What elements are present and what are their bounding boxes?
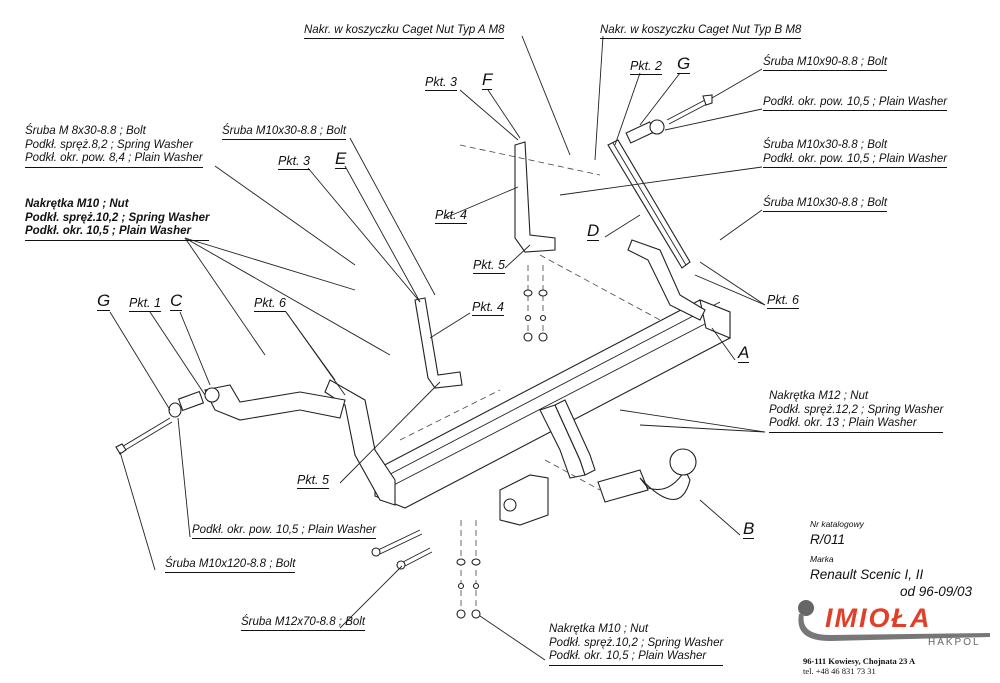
- make-caption: Marka: [810, 554, 834, 564]
- address-line: 96-111 Kowiesy, Chojnata 23 A: [803, 656, 916, 666]
- callout-line: Podkł. okr. pow. 8,4 ; Plain Washer: [25, 152, 203, 164]
- pkt2-label: Pkt. 2: [630, 59, 662, 75]
- part-letter-c: C: [170, 291, 183, 311]
- assembly-lines: [399, 144, 661, 491]
- callout-line: Podkł. okr. 13 ; Plain Washer: [769, 417, 917, 429]
- callout-line: Śruba M 8x30-8.8 ; Bolt: [25, 125, 146, 137]
- phone-line: tel. +48 46 831 73 31: [803, 666, 876, 676]
- pkt3-top-label: Pkt. 3: [425, 75, 457, 91]
- callout-line: Nakrętka M12 ; Nut: [769, 390, 869, 402]
- callout-line: Podkł. spręż.12,2 ; Spring Washer: [769, 403, 944, 416]
- pkt6-left-label: Pkt. 6: [254, 296, 286, 312]
- bracket-f: [514, 141, 556, 253]
- bolt-m12x70-label: Śruba M12x70-8.8 ; Bolt: [241, 616, 366, 631]
- towball-b: [597, 448, 697, 503]
- nut-m10-bottom-label: Nakrętka M10 ; Nut Podkł. spręż.10,2 ; S…: [549, 623, 724, 666]
- brand-logo: IMIOŁA HAKPOL: [790, 597, 1000, 648]
- callout-line: Podkł. okr. pow. 10,5 ; Plain Washer: [763, 152, 948, 165]
- right-spacer-g: [625, 94, 713, 144]
- center-nut-stack: [523, 265, 548, 342]
- right-side-bracket: [627, 239, 706, 321]
- callout-line: Nakrętka M10 ; Nut: [549, 623, 649, 635]
- nut-m12-label: Nakrętka M12 ; Nut Podkł. spręż.12,2 ; S…: [769, 390, 944, 433]
- nut-m10-left-label: Nakrętka M10 ; Nut Podkł. spręż.10,2 ; S…: [25, 198, 210, 241]
- callout-line: Podkł. okr. 10,5 ; Plain Washer: [549, 650, 707, 662]
- left-arm-c: [115, 384, 346, 455]
- bottom-nut-stack: [456, 520, 481, 619]
- bolt-m8-label: Śruba M 8x30-8.8 ; Bolt Podkł. spręż.8,2…: [25, 125, 203, 168]
- callout-line: Podkł. okr. 10,5 ; Plain Washer: [25, 225, 191, 237]
- part-letter-g-right: G: [677, 54, 691, 74]
- pkt5-mid-label: Pkt. 5: [473, 258, 505, 274]
- pkt4-mid-label: Pkt. 4: [472, 300, 504, 316]
- callout-line: Podkł. spręż.10,2 ; Spring Washer: [25, 211, 210, 224]
- catalog-number: R/011: [810, 532, 846, 547]
- socket-plate: [499, 474, 549, 526]
- bottom-bolts: [371, 529, 433, 570]
- bracket-e: [414, 297, 463, 389]
- callout-line: Podkł. spręż.10,2 ; Spring Washer: [549, 636, 724, 649]
- pkt3-left-label: Pkt. 3: [278, 154, 310, 170]
- bolt-m10x90-label: Śruba M10x90-8.8 ; Bolt: [763, 56, 888, 71]
- plain-washer-105-left-label: Podkł. okr. pow. 10,5 ; Plain Washer: [192, 524, 377, 539]
- brand-subtitle: HAKPOL: [928, 637, 981, 647]
- towball-logo-icon: IMIOŁA HAKPOL: [798, 600, 990, 648]
- part-letter-d: D: [587, 221, 600, 241]
- caget-nut-a-label: Nakr. w koszyczku Caget Nut Typ A M8: [304, 24, 505, 39]
- leader-lines: [109, 35, 766, 661]
- bolt-m10x30-left-label: Śruba M10x30-8.8 ; Bolt: [222, 125, 347, 140]
- caget-nut-b-label: Nakr. w koszyczku Caget Nut Typ B M8: [600, 24, 802, 39]
- pkt1-label: Pkt. 1: [129, 296, 161, 312]
- callout-line: Nakrętka M10 ; Nut: [25, 198, 129, 210]
- bolt-m10x30-washer-label: Śruba M10x30-8.8 ; Bolt Podkł. okr. pow.…: [763, 139, 948, 168]
- part-letter-b: B: [743, 519, 755, 539]
- catalog-number-caption: Nr katalogowy: [810, 519, 864, 529]
- part-letter-g-left: G: [97, 291, 111, 311]
- pkt4-top-label: Pkt. 4: [435, 208, 467, 224]
- part-letter-e: E: [335, 149, 347, 169]
- pkt6-right-label: Pkt. 6: [767, 293, 799, 309]
- bolt-m10x30-right-label: Śruba M10x30-8.8 ; Bolt: [763, 197, 888, 212]
- vehicle-make: Renault Scenic I, II: [810, 567, 924, 582]
- crossbar-a: [374, 299, 731, 509]
- part-letter-f: F: [482, 70, 493, 90]
- callout-line: Podkł. spręż.8,2 ; Spring Washer: [25, 138, 193, 151]
- pkt5-bottom-label: Pkt. 5: [297, 473, 329, 489]
- callout-line: Śruba M10x30-8.8 ; Bolt: [763, 139, 888, 151]
- company-address: 96-111 Kowiesy, Chojnata 23 A tel. +48 4…: [803, 656, 915, 676]
- brand-name: IMIOŁA: [825, 603, 932, 633]
- strap-d: [607, 139, 691, 269]
- vehicle-years: od 96-09/03: [900, 584, 973, 599]
- center-bracket: [539, 399, 596, 479]
- part-letter-a: A: [738, 343, 750, 363]
- bolt-m10x120-label: Śruba M10x120-8.8 ; Bolt: [165, 558, 296, 573]
- plain-washer-105-right-label: Podkł. okr. pow. 10,5 ; Plain Washer: [763, 96, 948, 111]
